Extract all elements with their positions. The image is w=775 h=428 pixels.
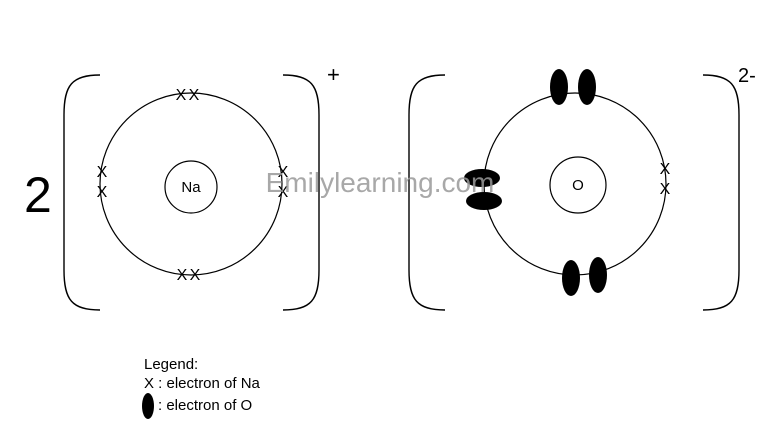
watermark: Emilylearning.com (266, 167, 495, 198)
na-electron-top-2: X (189, 87, 200, 104)
na-electron-left-2: X (97, 184, 108, 201)
na-nucleus-label: Na (181, 179, 201, 196)
o-electron-top-2 (578, 69, 596, 105)
right-bracket-o (702, 74, 740, 311)
na-electron-top-1: X (176, 87, 187, 104)
sodium-ion: Na + X X X X X X X X (63, 62, 340, 311)
o-charge: 2- (738, 65, 756, 87)
right-bracket-na (282, 74, 320, 311)
o-na-electron-right-1: X (660, 161, 671, 178)
na-electron-bottom-1: X (177, 267, 188, 284)
left-bracket-na (63, 74, 101, 311)
o-electron-bottom-2 (589, 257, 607, 293)
legend-title: Legend: (144, 356, 198, 373)
o-electron-top-1 (550, 69, 568, 105)
legend-x-item: X : electron of Na (144, 375, 261, 392)
left-bracket-o (408, 74, 446, 311)
o-na-electron-right-2: X (660, 181, 671, 198)
na-charge: + (327, 62, 340, 87)
o-electron-bottom-1 (562, 260, 580, 296)
na-electron-right-2: X (278, 184, 289, 201)
o-electron-left-2 (466, 192, 502, 210)
coefficient: 2 (24, 167, 52, 223)
na-electron-shell (99, 92, 283, 276)
na-electron-left-1: X (97, 164, 108, 181)
o-nucleus-label: O (572, 177, 584, 194)
o-nucleus (549, 156, 607, 214)
o-electron-left-1 (464, 169, 500, 187)
na-electron-bottom-2: X (190, 267, 201, 284)
legend-dot-item: : electron of O (158, 397, 252, 414)
oxide-ion: O 2- X X (408, 65, 756, 311)
na-nucleus (164, 160, 218, 214)
legend-dot-icon (142, 393, 154, 419)
na-electron-right-1: X (278, 164, 289, 181)
legend: Legend: X : electron of Na : electron of… (142, 356, 261, 419)
